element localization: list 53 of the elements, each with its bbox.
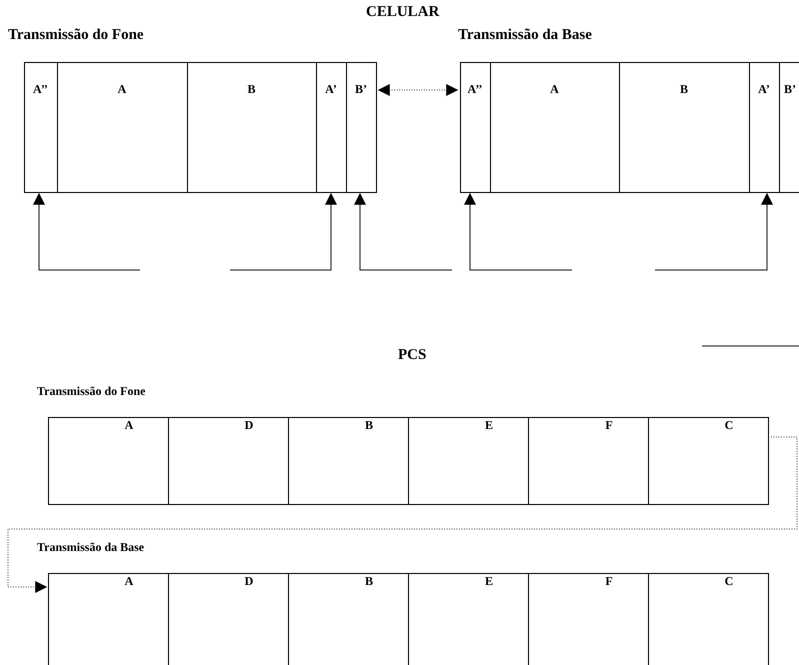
- frame-slot: [56, 62, 188, 193]
- frame-slot: [748, 62, 780, 193]
- frame-slot: [408, 417, 528, 505]
- slot-label: D: [244, 419, 254, 434]
- frame-slot: [778, 62, 799, 193]
- slot-label: D: [244, 575, 254, 590]
- frame-slot: [460, 62, 490, 193]
- slot-label: C: [724, 575, 734, 590]
- slot-label: B: [680, 83, 688, 98]
- frame-slot: [48, 417, 168, 505]
- frame-slot: [346, 62, 376, 193]
- slot-label: C: [724, 419, 734, 434]
- heading: Transmissão da Base: [458, 26, 592, 45]
- slot-label: B’: [355, 83, 367, 98]
- arrow: [378, 84, 458, 96]
- slot-label: A’’: [33, 83, 48, 98]
- slot-label: A’: [758, 83, 770, 98]
- frame-slot: [316, 62, 346, 193]
- frame-slot: [618, 62, 750, 193]
- heading: Transmissão do Fone: [8, 26, 144, 45]
- heading: CELULAR: [366, 3, 440, 22]
- slot-label: B: [364, 419, 373, 434]
- frame-slot: [168, 417, 288, 505]
- slot-label: A’: [325, 83, 337, 98]
- frame-slot: [48, 573, 168, 665]
- slot-label: F: [605, 419, 613, 434]
- slot-label: A: [118, 83, 126, 98]
- arrow: [464, 192, 572, 270]
- arrow: [33, 192, 140, 270]
- heading: Transmissão da Base: [37, 540, 144, 555]
- frame-slot: [24, 62, 58, 193]
- slot-label: A: [124, 419, 134, 434]
- slot-label: B: [364, 575, 373, 590]
- frame-slot: [648, 573, 768, 665]
- frame-slot: [288, 417, 408, 505]
- arrow: [230, 192, 337, 270]
- slot-label: E: [484, 419, 493, 434]
- slot-label: F: [605, 575, 613, 590]
- arrow: [654, 192, 773, 270]
- slot-label: B’: [784, 83, 796, 98]
- slot-label: A: [124, 575, 134, 590]
- slot-label: B: [247, 83, 256, 98]
- slot-label: A: [550, 83, 559, 98]
- slot-label: E: [484, 575, 493, 590]
- frame-slot: [490, 62, 620, 193]
- heading: Transmissão do Fone: [37, 384, 146, 399]
- slot-label: A’’: [468, 83, 482, 98]
- heading: PCS: [398, 346, 426, 365]
- frame-slot: [528, 417, 648, 505]
- frame-slot: [186, 62, 316, 193]
- frame-slot: [648, 417, 768, 505]
- arrow: [8, 436, 798, 593]
- arrow: [354, 192, 452, 270]
